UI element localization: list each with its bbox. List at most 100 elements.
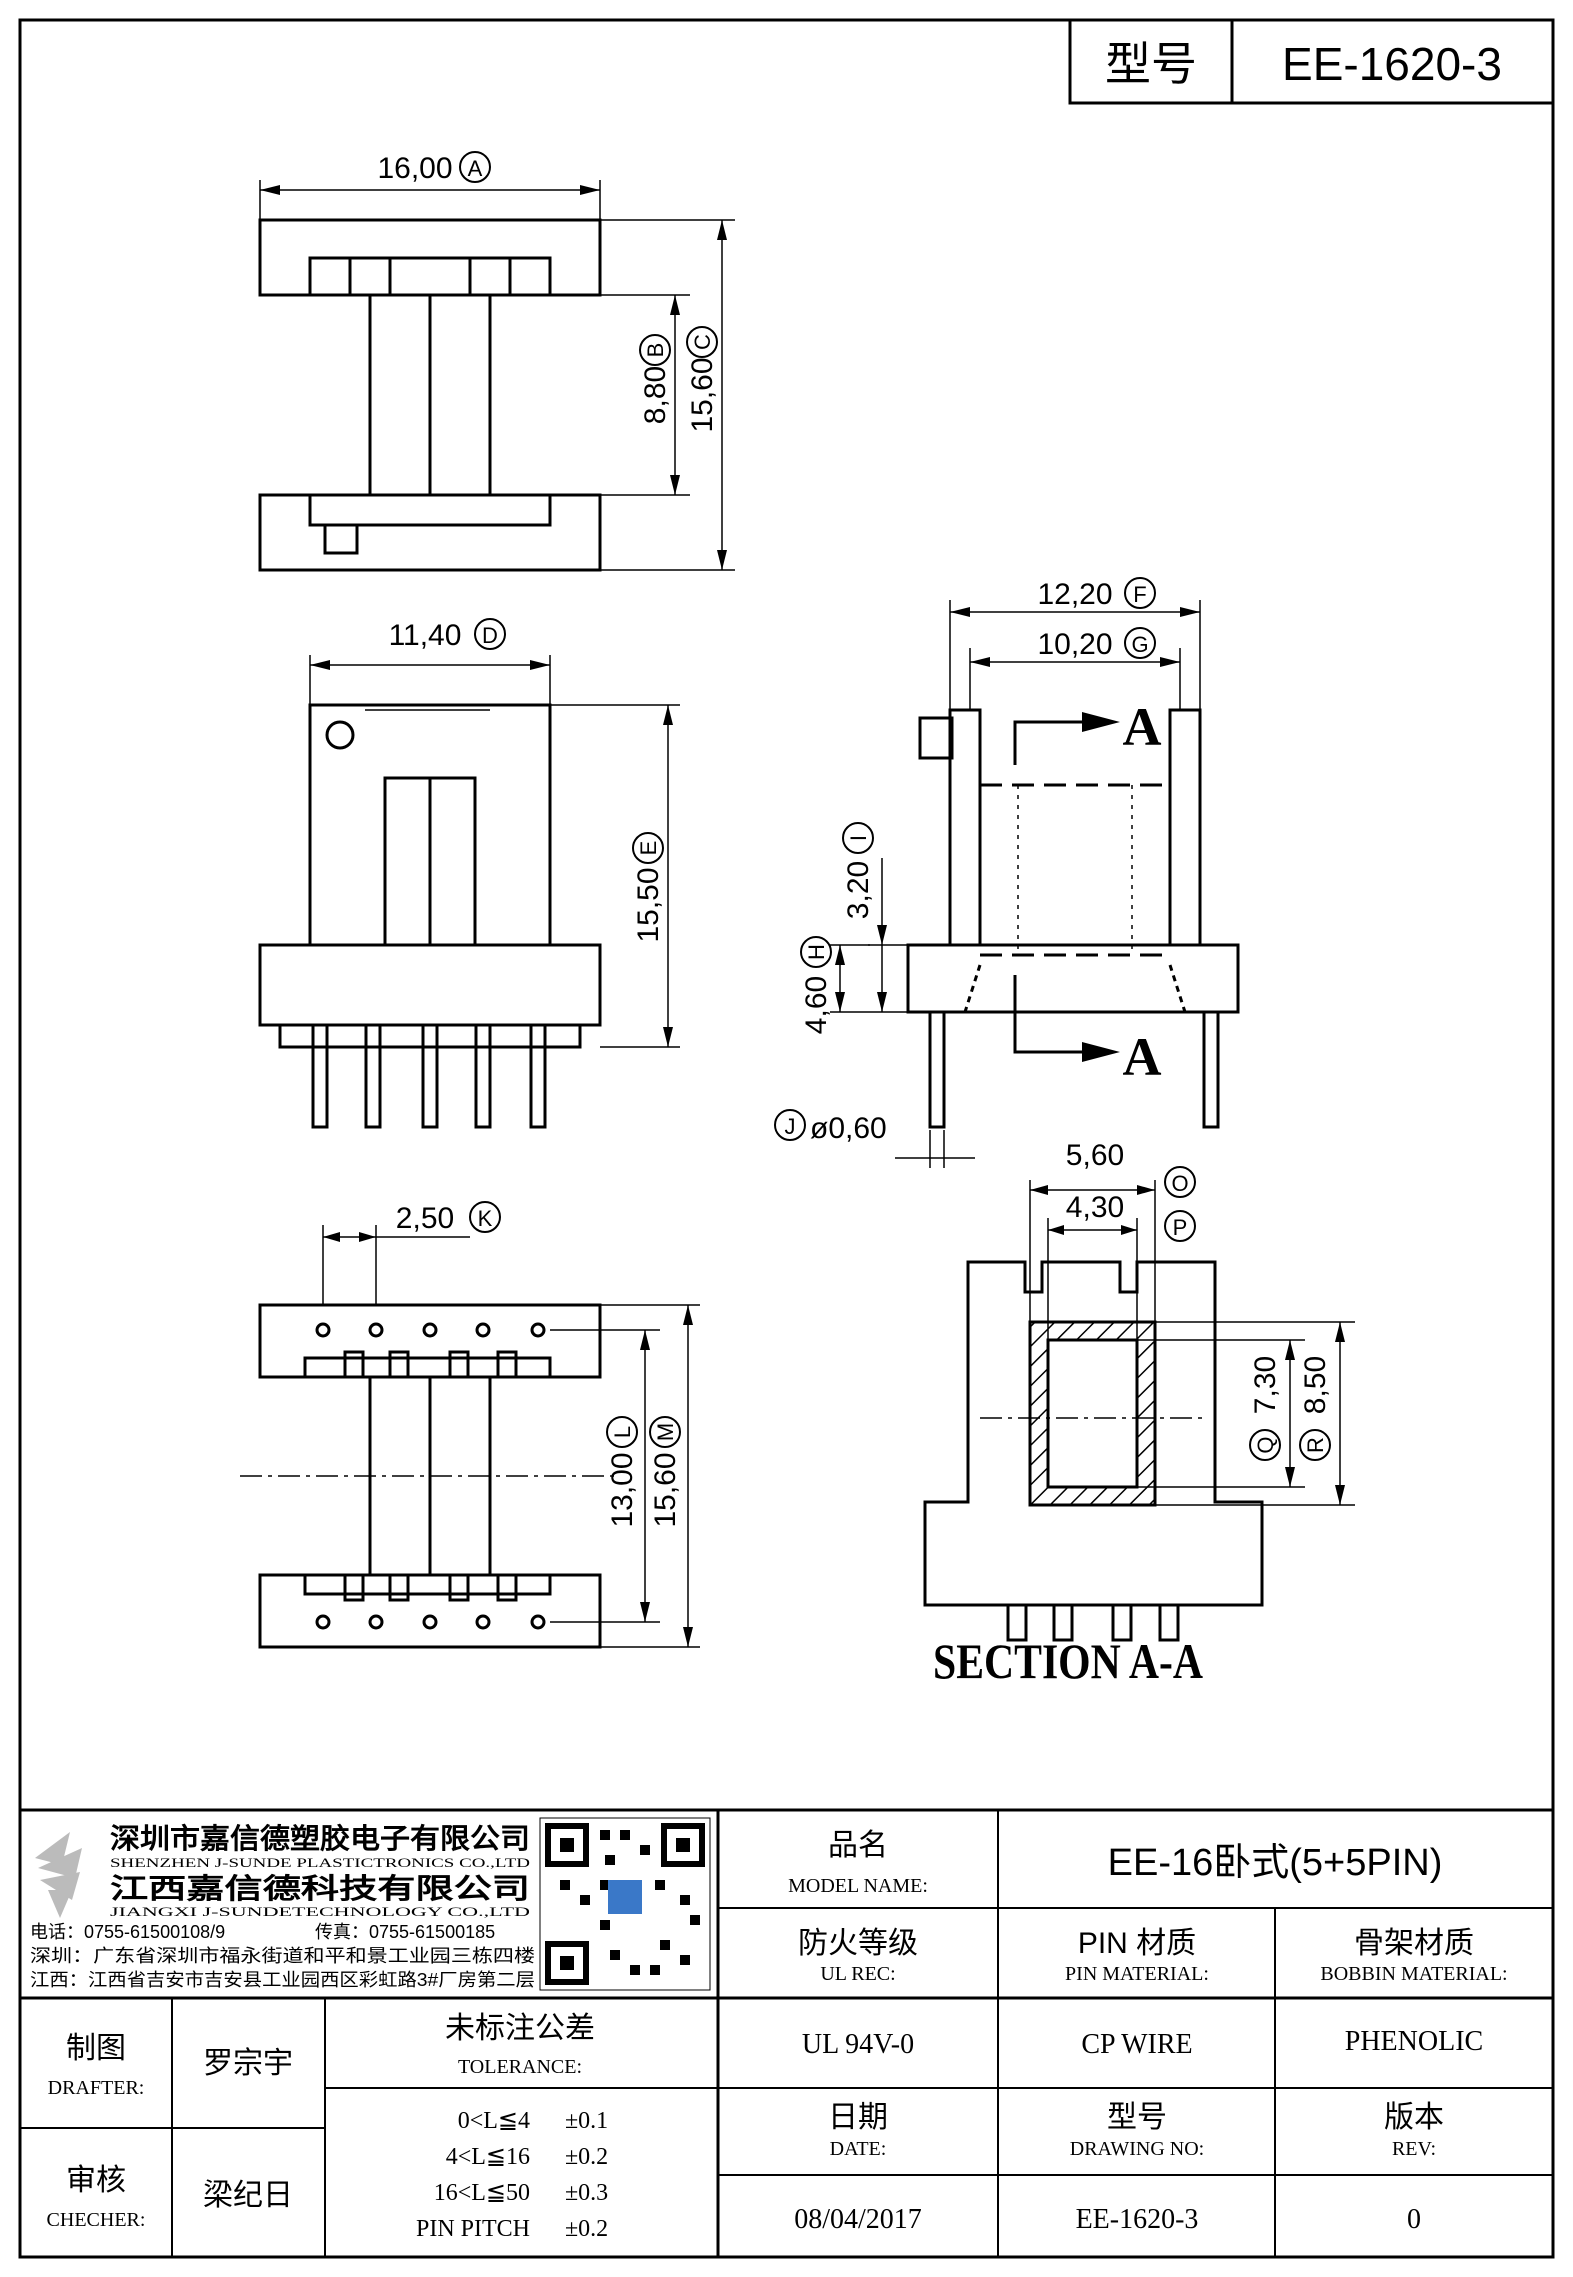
- view-bottom: [240, 1225, 700, 1649]
- dim-height-c: 15,60: [686, 357, 719, 432]
- header-model-value: EE-1620-3: [1282, 38, 1502, 90]
- drafter-label-en: DRAFTER:: [48, 2077, 145, 2099]
- ul-value: UL 94V-0: [802, 2029, 914, 2060]
- header-label: 型号: [1105, 38, 1197, 90]
- dim-height-q: 7,30: [1249, 1356, 1282, 1414]
- view-end-labels: 12,20 F 10,20 G A A 3,20 I 4,60 H J ø0,6…: [774, 577, 1162, 1145]
- dim-height-i: 3,20: [842, 861, 875, 919]
- marker-k: K: [478, 1206, 493, 1231]
- section-title: SECTION A-A: [933, 1633, 1203, 1689]
- tolerance-value: ±0.2: [565, 2216, 608, 2242]
- checker-label-cn: 审核: [66, 2164, 126, 2197]
- tolerance-label-cn: 未标注公差: [445, 2012, 595, 2045]
- dim-height-b: 8,80: [639, 366, 672, 424]
- tolerance-label-en: TOLERANCE:: [458, 2056, 582, 2078]
- rev-label-en: REV:: [1392, 2138, 1436, 2160]
- view-end: [830, 600, 1240, 1168]
- drawing-no-label-en: DRAWING NO:: [1070, 2138, 1205, 2160]
- tolerance-range: 16<L≦50: [434, 2180, 530, 2206]
- title-block-grid: [20, 1808, 1553, 2257]
- marker-o: O: [1171, 1171, 1188, 1196]
- view-section-aa-labels: 5,60 O 4,30 P 7,30 Q 8,50 R SECTION A-A: [933, 1139, 1332, 1689]
- rev-label-cn: 版本: [1384, 2101, 1444, 2134]
- pin-material-value: CP WIRE: [1081, 2029, 1192, 2060]
- marker-r: R: [1303, 1437, 1328, 1453]
- company-address-jiangxi: 江西：江西省吉安市吉安县工业园西区彩虹路3#厂房第二层: [30, 1970, 535, 1990]
- marker-e: E: [636, 841, 661, 856]
- tolerance-value: ±0.1: [565, 2108, 608, 2134]
- marker-a: A: [468, 156, 483, 181]
- marker-i: I: [846, 835, 871, 841]
- title-block-labels: 品名 MODEL NAME: EE-16卧式(5+5PIN) 防火等级 UL R…: [47, 1829, 1508, 2242]
- model-name-value: EE-16卧式(5+5PIN): [1108, 1842, 1443, 1884]
- company-fax: 传真：0755-61500185: [315, 1922, 495, 1942]
- marker-h: H: [804, 944, 829, 960]
- tolerance-range: 4<L≦16: [446, 2144, 530, 2170]
- marker-c: C: [690, 334, 715, 350]
- sheet-border: [18, 18, 1555, 2259]
- view-top-side: [258, 180, 735, 572]
- checker-label-en: CHECHER:: [47, 2209, 146, 2231]
- company-block: 深圳市嘉信德塑胶电子有限公司 SHENZHEN J-SUNDE PLASTICT…: [30, 1817, 711, 1991]
- tolerance-range: 0<L≦4: [458, 2108, 530, 2134]
- dim-pitch-k: 2,50: [396, 1202, 454, 1235]
- model-name-label-cn: 品名: [828, 1829, 888, 1862]
- drawing-no-label-cn: 型号: [1107, 2101, 1167, 2134]
- marker-q: Q: [1253, 1436, 1278, 1453]
- marker-f: F: [1133, 582, 1146, 607]
- view-front-labels: 11,40 D 15,50 E: [389, 618, 665, 943]
- company-logo: [35, 1832, 82, 1918]
- dim-height-l: 13,00: [606, 1452, 639, 1527]
- dim-width-f: 12,20: [1037, 578, 1112, 611]
- tolerance-range: PIN PITCH: [416, 2216, 530, 2242]
- date-label-cn: 日期: [828, 2101, 888, 2134]
- rev-value: 0: [1407, 2204, 1421, 2235]
- tolerance-value: ±0.3: [565, 2180, 608, 2206]
- ul-label-cn: 防火等级: [798, 1927, 918, 1960]
- company-address-shenzhen: 深圳：广东省深圳市福永街道和平和景工业园三栋四楼: [30, 1946, 535, 1966]
- dim-width-o: 5,60: [1066, 1139, 1124, 1172]
- checker-name: 梁纪日: [203, 2179, 293, 2212]
- marker-g: G: [1131, 632, 1148, 657]
- model-name-label-en: MODEL NAME:: [788, 1875, 928, 1897]
- bobbin-material-label-cn: 骨架材质: [1354, 1927, 1474, 1960]
- qr-code: [539, 1817, 711, 1991]
- section-marker-bottom: A: [1123, 1027, 1162, 1087]
- dim-height-m: 15,60: [649, 1452, 682, 1527]
- dim-width-a: 16,00: [377, 152, 452, 185]
- dim-height-r: 8,50: [1299, 1356, 1332, 1414]
- dim-height-e: 15,50: [632, 867, 665, 942]
- ul-label-en: UL REC:: [820, 1963, 895, 1985]
- dim-height-h: 4,60: [800, 976, 833, 1034]
- bobbin-material-value: PHENOLIC: [1345, 2026, 1483, 2057]
- date-value: 08/04/2017: [794, 2204, 922, 2235]
- section-marker-top: A: [1123, 697, 1162, 757]
- company-name-cn-2: 江西嘉信德科技有限公司: [110, 1873, 530, 1904]
- drafter-name: 罗宗宇: [203, 2047, 293, 2080]
- marker-d: D: [482, 623, 498, 648]
- drafter-label-cn: 制图: [66, 2032, 126, 2065]
- marker-p: P: [1173, 1215, 1188, 1240]
- marker-l: L: [610, 1426, 635, 1438]
- tolerance-value: ±0.2: [565, 2144, 608, 2170]
- dim-width-p: 4,30: [1066, 1191, 1124, 1224]
- view-bottom-labels: 2,50 K 13,00 L 15,60 M: [396, 1201, 682, 1528]
- header-model-box: 型号 EE-1620-3: [1068, 18, 1555, 105]
- marker-j: J: [785, 1114, 796, 1139]
- marker-m: M: [653, 1423, 678, 1441]
- marker-b: B: [643, 343, 668, 358]
- pin-material-label-en: PIN MATERIAL:: [1065, 1963, 1209, 1985]
- company-name-en-1: SHENZHEN J-SUNDE PLASTICTRONICS CO.,LTD: [110, 1855, 530, 1870]
- drawing-no-value: EE-1620-3: [1076, 2204, 1199, 2235]
- dim-width-d: 11,40: [389, 619, 462, 652]
- view-top-side-labels: 16,00 A 8,80 B 15,60 C: [377, 151, 719, 433]
- dim-width-g: 10,20: [1037, 628, 1112, 661]
- bobbin-material-label-en: BOBBIN MATERIAL:: [1320, 1963, 1507, 1985]
- view-section-aa: [923, 1180, 1355, 1642]
- company-phone: 电话：0755-61500108/9: [30, 1922, 225, 1942]
- company-name-cn-1: 深圳市嘉信德塑胶电子有限公司: [110, 1822, 530, 1854]
- company-name-en-2: JIANGXI J-SUNDETECHNOLOGY CO.,LTD: [110, 1904, 530, 1919]
- date-label-en: DATE:: [830, 2138, 887, 2160]
- pin-material-label-cn: PIN 材质: [1078, 1927, 1196, 1960]
